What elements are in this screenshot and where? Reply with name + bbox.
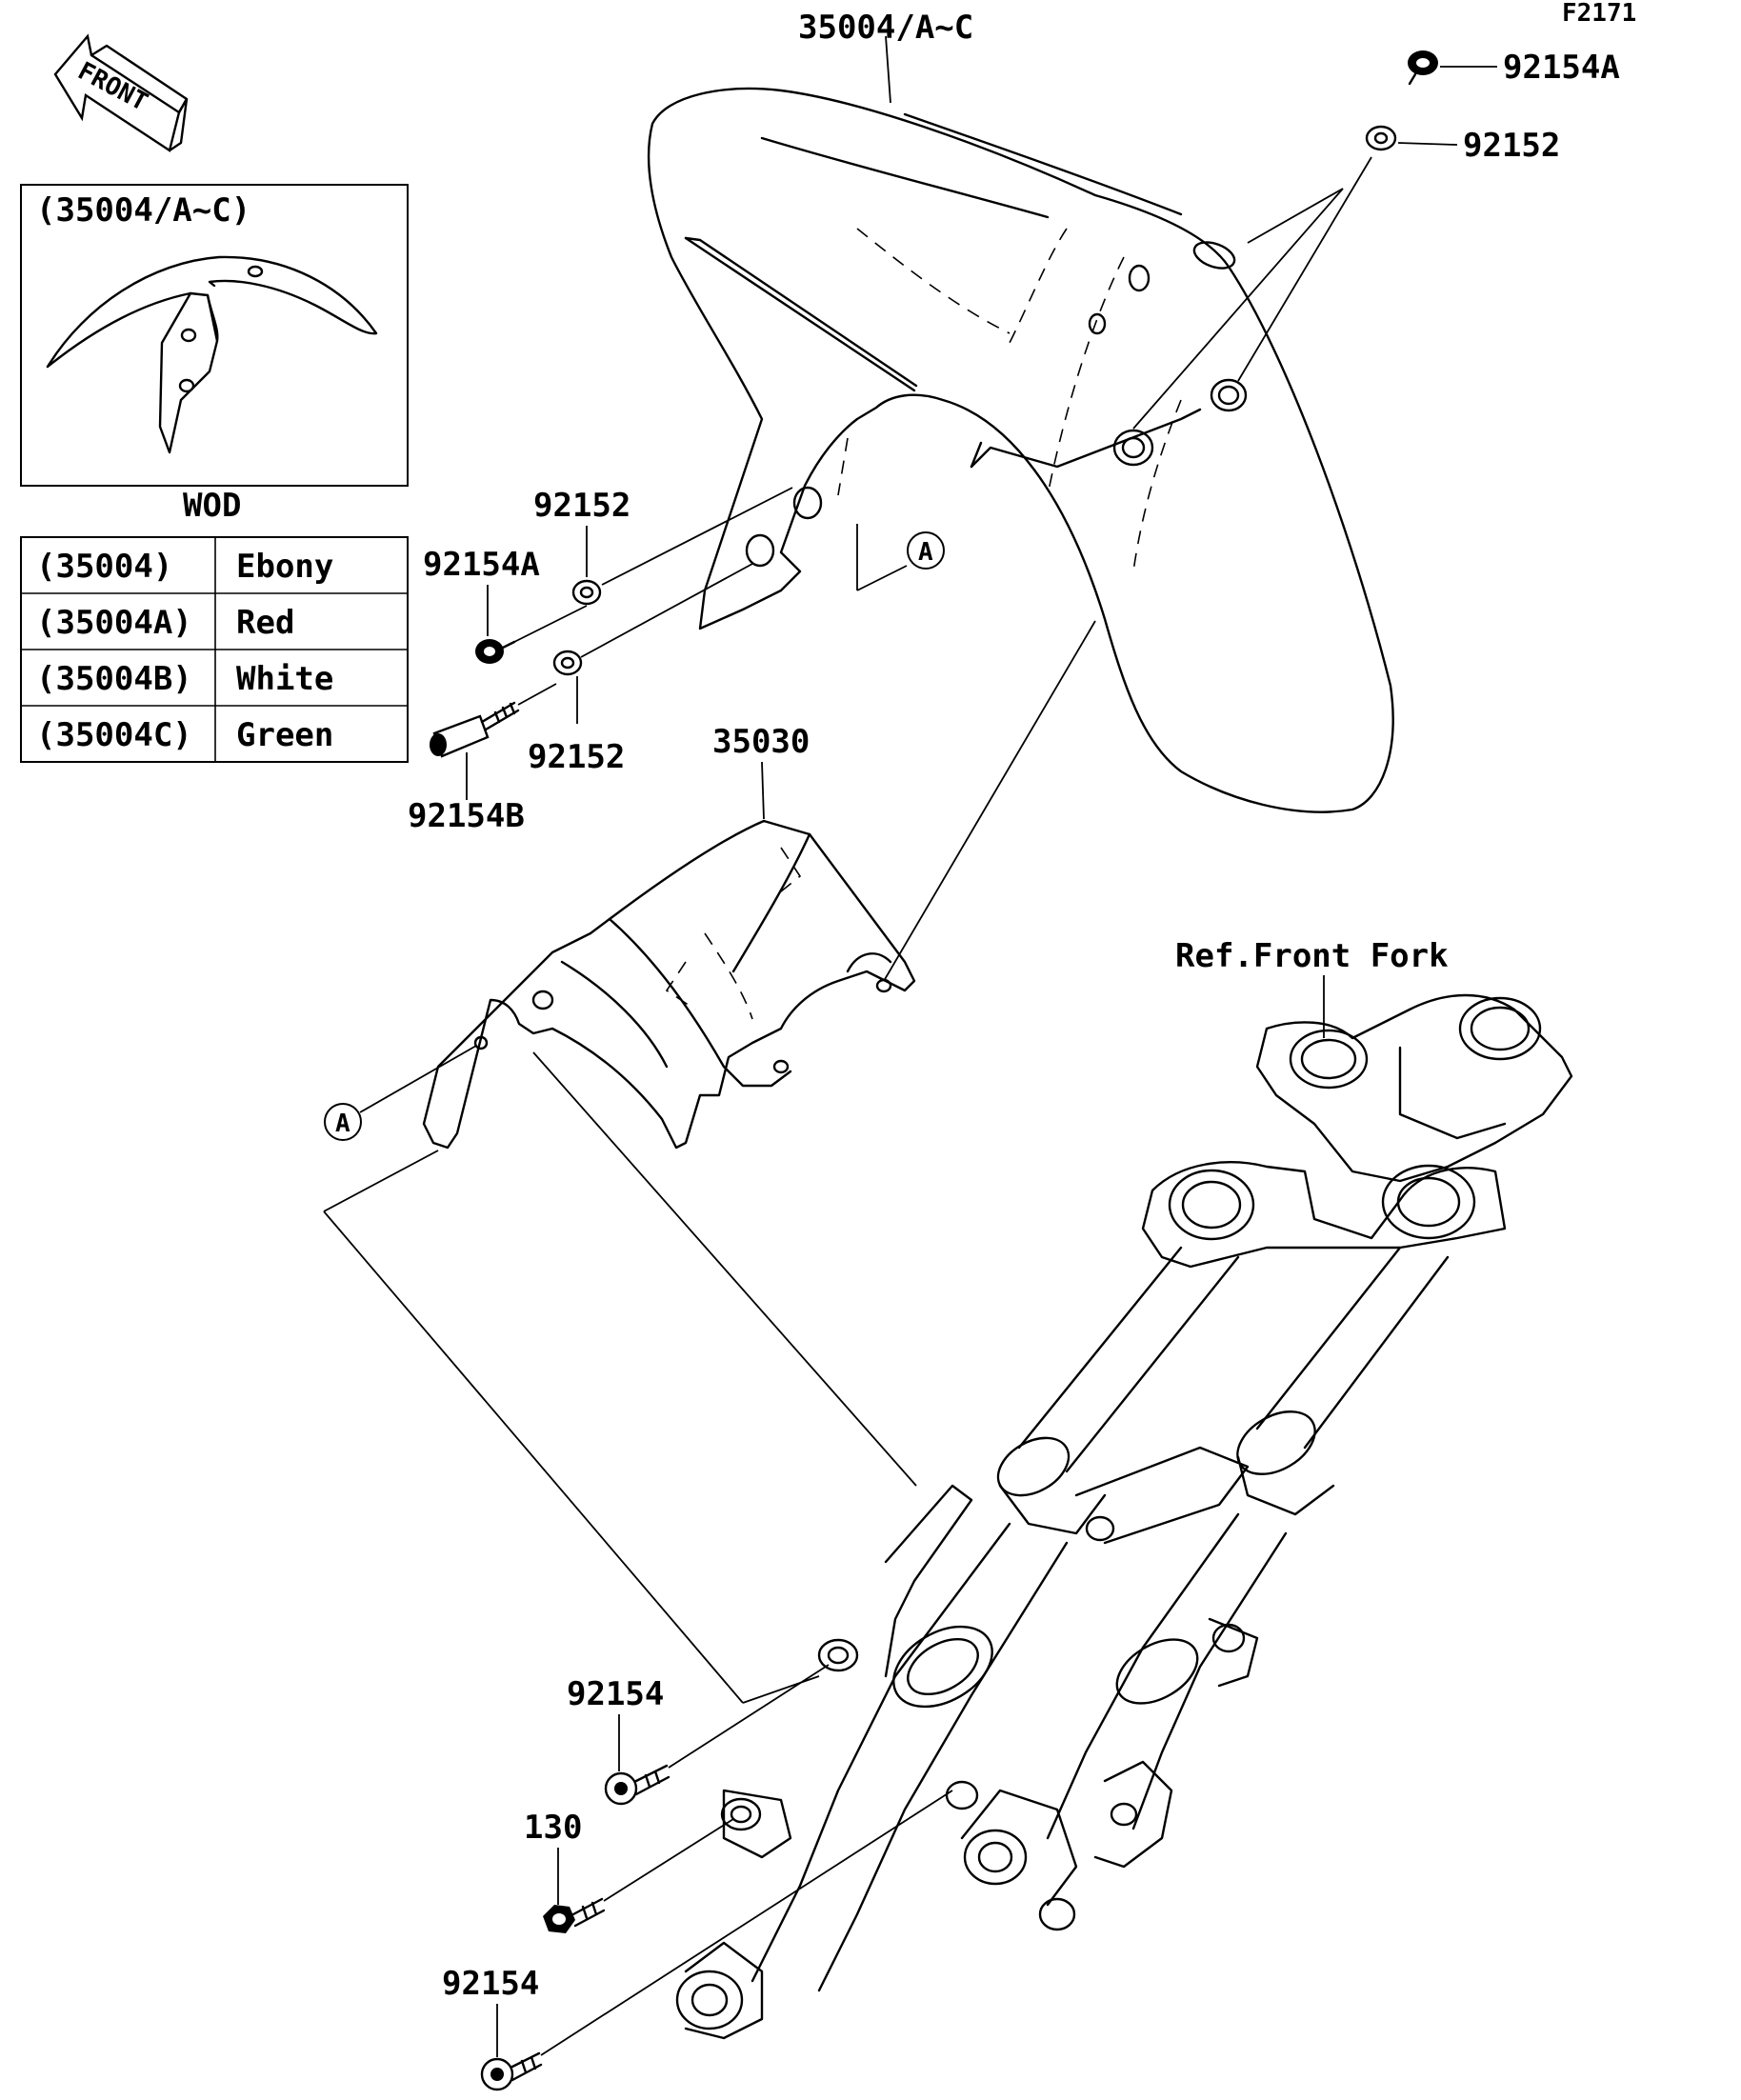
bolt-left-icon: [475, 639, 516, 664]
figure-code: F2171: [1562, 0, 1636, 28]
callout-collar-left-lower: 92152: [528, 738, 625, 776]
collar-left-upper-icon: [571, 579, 602, 606]
table-color-0: Ebony: [236, 548, 333, 586]
callout-collar-left-upper: 92152: [533, 487, 630, 525]
inset-box: (35004/A~C) WOD: [20, 184, 409, 525]
color-table: (35004) Ebony (35004A) Red (35004B) Whit…: [20, 536, 409, 763]
callout-bolt-left: 92154A: [423, 546, 540, 584]
callout-collar-top-right: 92152: [1463, 127, 1560, 165]
table-color-3: Green: [236, 716, 333, 754]
table-part-3: (35004C): [36, 716, 192, 754]
ref-a-top-label: A: [918, 538, 933, 567]
callout-bolt-top-right: 92154A: [1503, 49, 1620, 87]
table-part-0: (35004): [36, 548, 172, 586]
front-fork-drawing: [675, 993, 1573, 2040]
inset-caption: WOD: [183, 487, 241, 525]
callout-ref-fork: Ref.Front Fork: [1175, 937, 1449, 975]
stud-left-icon: [430, 701, 520, 758]
bracket-drawing: [422, 819, 916, 1150]
callout-bolt-mid: 92154: [567, 1675, 664, 1713]
bolt-bottom-icon: [480, 2051, 543, 2091]
front-fender-drawing: [647, 87, 1394, 813]
callout-bolt-130: 130: [524, 1809, 582, 1847]
bolt-130-icon: [543, 1897, 606, 1933]
ref-a-left-icon: A: [324, 1103, 362, 1141]
table-part-1: (35004A): [36, 604, 192, 642]
ref-a-top-icon: A: [907, 531, 945, 570]
bolt-mid-icon: [604, 1764, 670, 1806]
callout-stud-left: 92154B: [408, 797, 525, 835]
collar-left-lower-icon: [552, 650, 583, 676]
callout-bracket: 35030: [712, 723, 810, 761]
ref-a-left-label: A: [335, 1110, 350, 1138]
table-color-2: White: [236, 660, 333, 698]
table-part-2: (35004B): [36, 660, 192, 698]
inset-title: (35004/A~C): [36, 191, 250, 230]
inset-fender-drawing: [46, 255, 378, 454]
callout-bolt-bottom: 92154: [442, 1965, 539, 2003]
collar-top-right-icon: [1365, 125, 1397, 151]
table-color-1: Red: [236, 604, 294, 642]
front-arrow-icon: FRONT: [53, 33, 189, 152]
bolt-top-right-icon: [1408, 50, 1438, 86]
callout-fender: 35004/A~C: [798, 9, 973, 47]
